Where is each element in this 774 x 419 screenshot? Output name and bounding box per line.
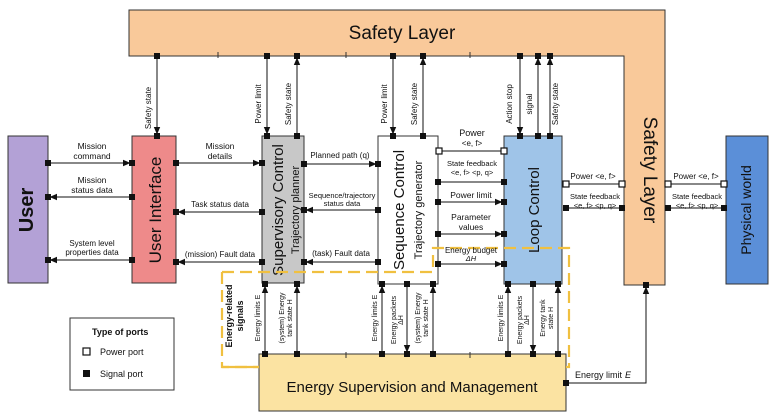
energy-connections: [261, 285, 562, 353]
physical-world-block: [725, 135, 769, 285]
energy-packets-seq-label: Energy packets: [391, 295, 398, 344]
safety-state-seq-label: Safety state: [410, 82, 419, 125]
tank-state-loop-label: Energy tank: [540, 299, 547, 337]
energy-limits-sup-label: Energy limits E: [255, 294, 262, 341]
power-ef-right-label: Power <e, f>: [673, 172, 719, 181]
energy-packets-seq-label-2: ΔH: [398, 315, 405, 325]
user-block: [7, 135, 49, 284]
supervisory-control-subtitle: Trajectory planner: [290, 166, 302, 255]
supervisory-control-title: Supervisory Control: [270, 144, 287, 276]
safety-state-sup-label: Safety state: [284, 82, 293, 125]
energy-packets-loop-label: Energy packets: [517, 295, 524, 344]
energy-limit-bottom-var: E: [625, 370, 632, 380]
mission-command-label: Mission: [78, 141, 107, 151]
safety-dividers: [217, 52, 471, 358]
tank-state-loop-label-2: state H: [548, 307, 555, 329]
tank-state-sup-label: (system) Energy: [279, 292, 286, 343]
power-limit-label: Power limit: [450, 190, 492, 200]
task-fault-label: (task) Fault data: [312, 249, 370, 258]
energy-limits-loop-label: Energy limits E: [498, 294, 505, 341]
system-level-label: System level: [69, 239, 115, 248]
energy-limit-bottom-text: Energy limit: [575, 370, 623, 380]
mission-fault-label: (mission) Fault data: [185, 250, 256, 259]
physical-world-label: Physical world: [738, 165, 754, 254]
energy-related-label: Energy-related: [224, 284, 234, 347]
mission-details-label: Mission: [206, 141, 235, 151]
vertical-labels-top: Safety state Power limit Safety state Po…: [144, 82, 560, 129]
tank-state-seq-label: (system) Energy: [415, 292, 422, 343]
mission-status-label: Mission: [78, 175, 107, 185]
safety-state-ui-label: Safety state: [144, 86, 153, 129]
legend: Type of ports Power port Signal port: [69, 317, 175, 391]
energy-limits-seq-label: Energy limits E: [372, 294, 379, 341]
vertical-connections: [153, 57, 554, 135]
power-label-2: <e, f>: [462, 139, 483, 148]
power-ports: [435, 147, 728, 188]
tank-state-sup-label-2: tank state H: [287, 299, 294, 336]
safety-layer-title: Safety Layer: [349, 23, 456, 44]
mission-status-label-2: status data: [71, 185, 113, 195]
energy-packets-loop-label-2: ΔH: [524, 315, 531, 325]
state-feedback-right-label: State feedback: [672, 192, 722, 201]
seq-status-label-2: status data: [324, 199, 362, 208]
state-feedback-label-2: <e, f> <p, q>: [451, 168, 494, 177]
state-feedback-label: State feedback: [447, 159, 497, 168]
planned-path-label: Planned path (q): [310, 151, 369, 160]
sequence-control-block: [377, 135, 439, 285]
energy-related-region-bottom: [220, 272, 259, 369]
sequence-control-title: Sequence Control: [391, 150, 408, 270]
energy-budget-label-2: ΔH: [465, 254, 477, 263]
vertical-labels-bottom: Energy limits E (system) Energy tank sta…: [255, 292, 555, 344]
tank-state-seq-label-2: tank state H: [423, 299, 430, 336]
legend-power-port-icon: [82, 347, 91, 356]
energy-supervision-label: Energy Supervision and Management: [287, 379, 539, 396]
parameter-values-label: Parameter: [451, 212, 491, 222]
power-limit-seq-label: Power limit: [380, 84, 389, 124]
user-interface-label: User Interface: [146, 157, 165, 264]
action-stop-label: Action stop: [505, 84, 514, 124]
state-feedback-mid-label-2: <e, f> <p, q>: [574, 201, 617, 210]
seq-status-label: Sequence/trajectory: [309, 191, 376, 200]
mission-details-label-2: details: [208, 151, 233, 161]
loop-control-block: [503, 135, 563, 285]
safety-state-loop-label: Safety state: [551, 82, 560, 125]
power-label: Power: [459, 128, 485, 138]
power-limit-sup-label: Power limit: [254, 84, 263, 124]
mission-command-label-2: command: [73, 151, 111, 161]
energy-budget-label: Energy budget: [445, 246, 498, 255]
energy-related-label-2: signals: [235, 300, 245, 331]
safety-layer-side-title: Safety Layer: [639, 117, 660, 224]
safety-layer-block: [128, 9, 666, 286]
sequence-control-subtitle: Trajectory generator: [413, 160, 425, 259]
parameter-values-label-2: values: [459, 222, 484, 232]
legend-signal-port-icon: [83, 370, 90, 377]
system-level-label-2: properties data: [65, 248, 119, 257]
signal-labels: Mission command Mission status data Syst…: [65, 128, 722, 380]
legend-power-port-label: Power port: [100, 347, 144, 357]
legend-title: Type of ports: [92, 327, 148, 337]
legend-signal-port-label: Signal port: [100, 369, 144, 379]
loop-control-label: Loop Control: [526, 167, 543, 253]
user-interface-block: [131, 135, 177, 284]
action-stop-label-2: signal: [525, 93, 534, 114]
state-feedback-right-label-2: <e, f> <p, q>: [676, 201, 719, 210]
energy-supervision-block: [258, 353, 567, 412]
connections: [49, 150, 722, 384]
power-ef-mid-label: Power <e, f>: [570, 172, 616, 181]
state-feedback-mid-label: State feedback: [570, 192, 620, 201]
signal-ports: [45, 53, 727, 386]
task-status-label: Task status data: [191, 200, 249, 209]
user-label: User: [16, 188, 38, 233]
